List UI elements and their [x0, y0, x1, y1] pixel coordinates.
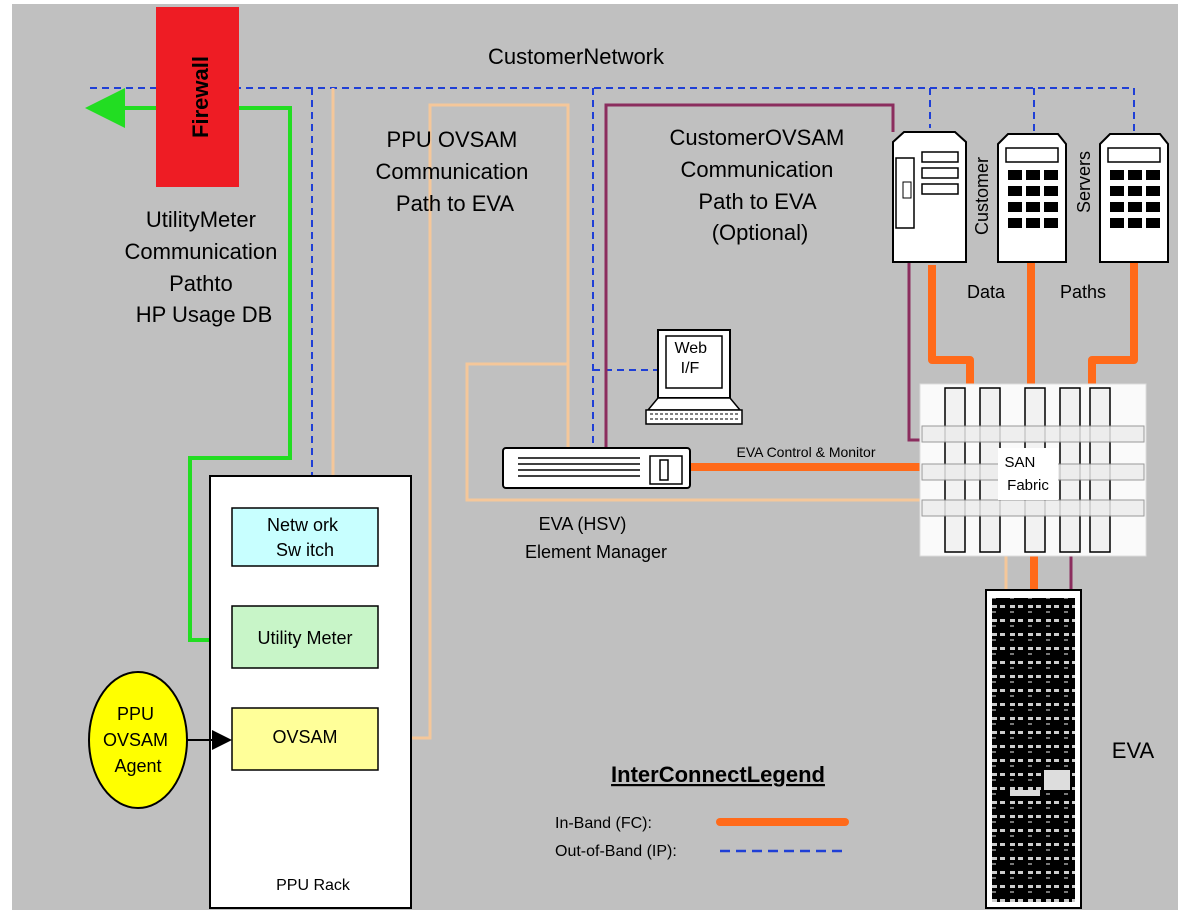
element-manager-label: EVA (HSV) Element Manager [525, 514, 667, 562]
customer-path-line-3: Path to EVA [698, 189, 817, 214]
utility-path-line-3: Pathto [169, 271, 233, 296]
utility-meter-path [85, 88, 292, 642]
ppu-path-label: PPU OVSAM Communication Path to EVA [376, 127, 535, 216]
customer-path-label: CustomerOVSAM Communication Path to EVA … [670, 125, 851, 245]
utility-path-line-4: HP Usage DB [136, 302, 273, 327]
utility-meter-label: Utility Meter [257, 628, 352, 648]
data-paths-label-a: Data [967, 282, 1006, 302]
ppu-path-line-1: PPU OVSAM [387, 127, 518, 152]
ppu-agent-label: PPU OVSAM Agent [103, 704, 173, 776]
customer-network-label: CustomerNetwork [488, 44, 665, 69]
customer-server-3 [1099, 133, 1169, 263]
customer-path-line-2: Communication [681, 157, 834, 182]
utility-meter-box [231, 605, 379, 669]
ovsam-box [231, 707, 379, 771]
network-switch-label: Netw ork Sw itch [267, 515, 343, 560]
customer-server-1 [892, 131, 967, 263]
ppu-agent-line-2: OVSAM [103, 730, 168, 750]
customer-servers-label-b: Servers [1074, 151, 1094, 213]
san-fabric-line-2: Fabric [1007, 477, 1049, 494]
network-switch-line-2: Sw itch [276, 540, 334, 560]
eva-control-label: EVA Control & Monitor [736, 444, 875, 460]
customer-server-2 [997, 133, 1067, 263]
firewall-label: Firewall [188, 56, 213, 138]
ovsam-label: OVSAM [272, 727, 337, 747]
san-fabric-label: SAN Fabric [1004, 454, 1049, 494]
web-if-line-1: Web [674, 340, 707, 357]
utility-path-label: UtilityMeter Communication Pathto HP Usa… [125, 207, 284, 327]
legend: InterConnectLegend In-Band (FC): Out-of-… [555, 762, 849, 860]
element-manager-line-2: Element Manager [525, 542, 667, 562]
firewall-block [156, 7, 239, 187]
san-fabric-line-1: SAN [1004, 454, 1035, 471]
element-manager-line-1: EVA (HSV) [539, 514, 627, 534]
san-fabric-switch [919, 383, 1147, 557]
legend-title: InterConnectLegend [611, 762, 825, 787]
customer-path-line-1: CustomerOVSAM [670, 125, 845, 150]
data-paths-label-b: Paths [1060, 282, 1106, 302]
web-if-terminal [645, 329, 743, 425]
customer-servers-label-a: Customer [972, 157, 992, 235]
customer-path-line-4: (Optional) [712, 220, 809, 245]
ppu-agent-line-1: PPU [117, 704, 154, 724]
legend-in-band-label: In-Band (FC): [555, 815, 652, 832]
network-switch-line-1: Netw ork [267, 515, 339, 535]
element-manager-device [502, 447, 691, 489]
eva-label: EVA [1112, 738, 1155, 763]
utility-path-line-2: Communication [125, 239, 278, 264]
web-if-label: Web I/F [674, 340, 711, 377]
ppu-rack-label: PPU Rack [276, 877, 351, 894]
ppu-agent-line-3: Agent [114, 756, 161, 776]
in-band-links [690, 262, 1138, 592]
utility-path-line-1: UtilityMeter [146, 207, 256, 232]
network-switch-box [231, 507, 379, 567]
legend-out-of-band-label: Out-of-Band (IP): [555, 843, 677, 860]
ppu-path-line-3: Path to EVA [396, 191, 515, 216]
ppu-path-line-2: Communication [376, 159, 529, 184]
eva-storage-rack [985, 589, 1082, 909]
web-if-line-2: I/F [681, 360, 700, 377]
